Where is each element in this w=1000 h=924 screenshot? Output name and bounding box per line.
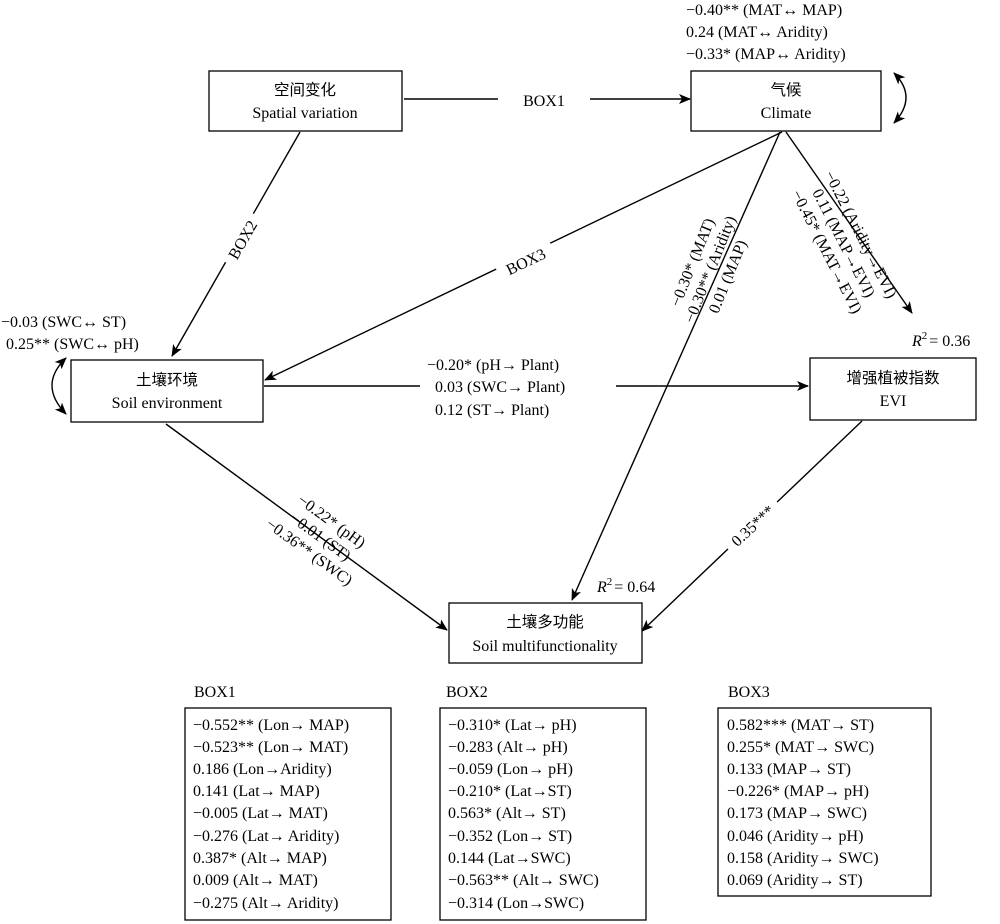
r2-multi: R2= 0.64	[596, 576, 655, 596]
node-soil-cn: 土壤环境	[136, 370, 198, 389]
box1-item: −0.276 (Lat→ Aridity)	[193, 828, 339, 845]
soil-covariance-arrow	[51, 357, 67, 415]
box1-item: 0.186 (Lon→Aridity)	[193, 761, 332, 778]
soil-to-evi-coef-2: 0.03 (SWC→ Plant)	[435, 379, 565, 396]
edge-label-soil-to-evi: −0.20* (pH→ Plant) 0.03 (SWC→ Plant) 0.1…	[427, 357, 565, 419]
edge-label-climate-to-evi: −0.22 (Aridity→EVI) 0.11 (MAP→EVI) −0.45…	[788, 168, 900, 316]
node-soil-multifunctionality: 土壤多功能 Soil multifunctionality	[448, 602, 643, 664]
soil-to-evi-coef-3: 0.12 (ST→ Plant)	[435, 402, 549, 419]
climate-cov-2: 0.24 (MAT↔ Aridity)	[686, 24, 828, 41]
climate-covariance-labels: −0.40** (MAT↔ MAP) 0.24 (MAT↔ Aridity) −…	[686, 2, 846, 63]
climate-cov-3: −0.33* (MAP↔ Aridity)	[686, 46, 846, 63]
box3-item: 0.069 (Aridity→ ST)	[727, 872, 863, 889]
edge-soil-to-multi	[165, 423, 448, 631]
node-evi-cn: 增强植被指数	[846, 369, 940, 387]
box2-item: 0.144 (Lat→SWC)	[448, 850, 571, 867]
box3-panel: BOX3 0.582*** (MAT→ ST) 0.255* (MAT→ SWC…	[717, 684, 932, 897]
box3-item: 0.255* (MAT→ SWC)	[727, 739, 874, 756]
box2-item: −0.283 (Alt→ pH)	[448, 739, 568, 756]
edge-label-soil-to-multi: −0.22* (pH) −0.01 (ST) −0.36** (SWC)	[262, 492, 368, 590]
node-soil-en: Soil environment	[112, 395, 223, 412]
box3-item: 0.173 (MAP→ SWC)	[727, 805, 867, 822]
box2-item: 0.563* (Alt→ ST)	[448, 805, 566, 822]
box3-item: 0.582*** (MAT→ ST)	[727, 717, 874, 734]
box1-item: −0.552** (Lon→ MAP)	[193, 717, 349, 734]
node-spatial-en: Spatial variation	[252, 105, 357, 122]
box2-item: −0.563** (Alt→ SWC)	[448, 872, 599, 889]
soil-cov-1: −0.03 (SWC↔ ST)	[1, 314, 126, 331]
soil-cov-2: 0.25** (SWC↔ pH)	[6, 336, 139, 353]
node-multi-en: Soil multifunctionality	[472, 638, 617, 655]
box1-item: −0.523** (Lon→ MAT)	[193, 739, 348, 756]
box3-item: 0.158 (Aridity→ SWC)	[727, 850, 879, 867]
box2-item: −0.210* (Lat→ST)	[448, 783, 572, 800]
box2-item: −0.314 (Lon→SWC)	[448, 895, 584, 912]
soil-to-evi-coef-1: −0.20* (pH→ Plant)	[427, 357, 559, 374]
box2-item: −0.059 (Lon→ pH)	[448, 761, 573, 778]
edge-climate-to-multi	[571, 131, 781, 601]
edge-label-box1: BOX1	[523, 93, 565, 110]
climate-cov-1: −0.40** (MAT↔ MAP)	[686, 2, 842, 19]
box1-item: 0.141 (Lat→ MAP)	[193, 783, 320, 800]
box1-item: −0.275 (Alt→ Aridity)	[193, 895, 338, 912]
box2-item: −0.352 (Lon→ ST)	[448, 828, 572, 845]
box3-item: −0.226* (MAP→ pH)	[727, 783, 869, 800]
node-multi-cn: 土壤多功能	[506, 612, 584, 631]
box2-title: BOX2	[446, 684, 488, 701]
box1-item: 0.387* (Alt→ MAP)	[193, 850, 327, 867]
r2-evi: R2= 0.36	[911, 330, 970, 350]
node-spatial-cn: 空间变化	[274, 81, 336, 99]
node-climate-en: Climate	[761, 105, 812, 122]
box1-title: BOX1	[194, 684, 236, 701]
node-spatial-variation: 空间变化 Spatial variation	[208, 70, 403, 132]
box3-title: BOX3	[728, 684, 770, 701]
box1-item: −0.005 (Lat→ MAT)	[193, 805, 328, 822]
box2-item: −0.310* (Lat→ pH)	[448, 717, 577, 734]
box1-item: 0.009 (Alt→ MAT)	[193, 872, 318, 889]
edge-label-climate-to-multi: −0.30* (MAT) −0.30** (Aridity) 0.01 (MAP…	[668, 214, 751, 326]
box1-panel: BOX1 −0.552** (Lon→ MAP) −0.523** (Lon→ …	[184, 684, 392, 921]
node-evi-en: EVI	[880, 393, 907, 410]
soil-covariance-labels: −0.03 (SWC↔ ST) 0.25** (SWC↔ pH)	[1, 314, 139, 353]
node-climate-cn: 气候	[770, 81, 801, 99]
node-evi: 增强植被指数 EVI	[809, 357, 977, 421]
box3-item: 0.046 (Aridity→ pH)	[727, 828, 863, 845]
node-soil-environment: 土壤环境 Soil environment	[70, 359, 264, 423]
climate-covariance-arrow	[893, 72, 907, 124]
box3-item: 0.133 (MAP→ ST)	[727, 761, 851, 778]
edge-climate-to-evi	[785, 131, 913, 314]
node-climate: 气候 Climate	[690, 70, 882, 132]
box2-panel: BOX2 −0.310* (Lat→ pH) −0.283 (Alt→ pH) …	[439, 684, 647, 921]
